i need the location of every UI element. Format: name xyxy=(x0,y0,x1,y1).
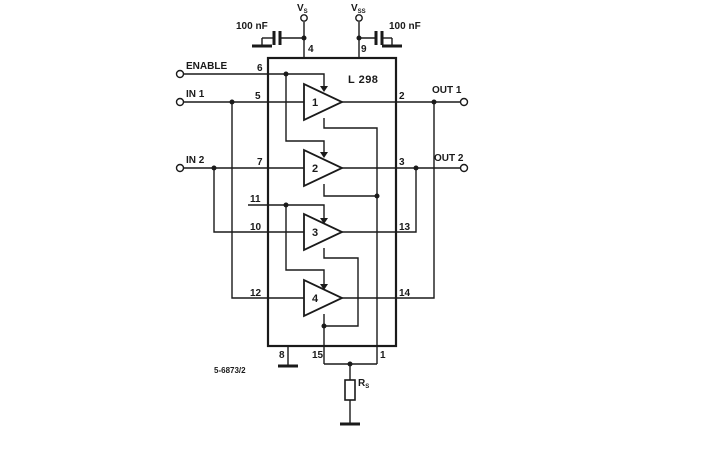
pin-13: 13 xyxy=(399,222,411,233)
amplifier-4 xyxy=(303,278,345,318)
pin-3: 3 xyxy=(399,157,405,168)
pin-14: 14 xyxy=(399,288,411,299)
pin-6: 6 xyxy=(257,63,263,74)
figure-reference: 5-6873/2 xyxy=(214,366,246,375)
ic-package xyxy=(266,56,398,348)
pin-15: 15 xyxy=(312,350,324,361)
in2-terminal xyxy=(175,163,185,173)
amplifier-3 xyxy=(303,212,345,252)
out2-label: OUT 2 xyxy=(434,153,464,164)
sense-resistor xyxy=(344,379,356,401)
out1-terminal xyxy=(459,97,469,107)
amplifier-2 xyxy=(303,148,345,188)
junctions xyxy=(211,71,437,367)
amplifier-3-label: 3 xyxy=(312,227,318,239)
pin-7: 7 xyxy=(257,157,263,168)
pin-12: 12 xyxy=(250,288,262,299)
vss-label: VSS xyxy=(351,3,366,15)
pin-11: 11 xyxy=(250,194,261,205)
in2-label: IN 2 xyxy=(186,155,205,166)
pin-9: 9 xyxy=(361,44,367,55)
cap-left-label: 100 nF xyxy=(236,21,268,32)
chip-name: L 298 xyxy=(348,74,378,86)
enable-arrowheads xyxy=(320,86,328,290)
vs-terminal xyxy=(300,14,308,22)
pin-5: 5 xyxy=(255,91,261,102)
amplifier-2-label: 2 xyxy=(312,163,318,175)
amplifier-1 xyxy=(303,82,345,122)
amplifier-4-label: 4 xyxy=(312,293,319,305)
pin-8: 8 xyxy=(279,350,285,361)
vss-terminal xyxy=(355,14,363,22)
wiring xyxy=(184,73,460,426)
amplifier-1-label: 1 xyxy=(312,97,318,109)
in1-label: IN 1 xyxy=(186,89,205,100)
pin-10: 10 xyxy=(250,222,262,233)
pin-4: 4 xyxy=(308,44,314,55)
cap-right-label: 100 nF xyxy=(389,21,421,32)
pin-2: 2 xyxy=(399,91,405,102)
sense-resistor-label: RS xyxy=(358,378,369,390)
pin-1: 1 xyxy=(380,350,386,361)
enable-label: ENABLE xyxy=(186,61,227,72)
out2-terminal xyxy=(459,163,469,173)
enable-terminal xyxy=(175,69,185,79)
vs-label: VS xyxy=(297,3,308,15)
in1-terminal xyxy=(175,97,185,107)
out1-label: OUT 1 xyxy=(432,85,462,96)
